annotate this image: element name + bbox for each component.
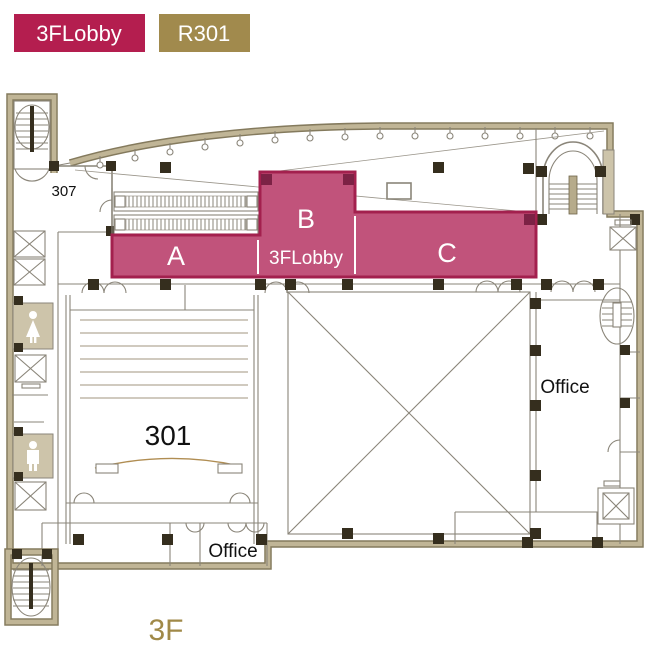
female-restroom-icon <box>26 311 40 343</box>
atrium-void <box>287 291 531 535</box>
floor-label: 3F <box>148 614 183 646</box>
elevator-icon <box>14 481 47 511</box>
bottom-rooms: Office <box>41 511 603 566</box>
escalator-icon <box>111 188 259 236</box>
zone-b-label: B <box>297 204 315 234</box>
male-restroom-icon <box>27 441 39 471</box>
elevator-icon <box>13 258 46 286</box>
right-service-band <box>597 219 640 525</box>
office-bottom-label: Office <box>208 541 257 562</box>
staircase-top-left-icon <box>13 100 51 182</box>
elevator-icon <box>14 354 47 389</box>
legend-lobby-label: 3FLobby <box>36 21 122 46</box>
legend-chip-room[interactable] <box>159 14 250 52</box>
elevator-icon <box>609 219 637 251</box>
elevator-icon <box>597 480 635 525</box>
hall-301-label: 301 <box>145 420 192 451</box>
staircase-grand-icon <box>536 141 640 225</box>
legend-room-label: R301 <box>178 21 231 46</box>
staircase-right-icon <box>599 287 635 345</box>
corridor <box>58 279 620 294</box>
left-service-band <box>12 230 59 565</box>
room-307: 307 <box>49 161 116 236</box>
legend: 3FLobby R301 <box>14 14 250 52</box>
zone-a-label: A <box>167 241 185 271</box>
room-307-label: 307 <box>51 183 76 200</box>
hall-301: 301 <box>65 285 259 544</box>
staircase-bottom-left-icon <box>4 548 59 626</box>
highlight-zone-shape[interactable] <box>110 170 538 279</box>
elevator-icon <box>13 230 46 258</box>
office-right-label: Office <box>540 377 589 398</box>
zone-c-label: C <box>437 238 457 268</box>
canopy-lights <box>74 127 605 213</box>
legend-chip-lobby[interactable] <box>14 14 145 52</box>
zone-lobby-label: 3FLobby <box>269 248 343 269</box>
highlighted-zones[interactable]: A B 3FLobby C <box>110 170 538 279</box>
